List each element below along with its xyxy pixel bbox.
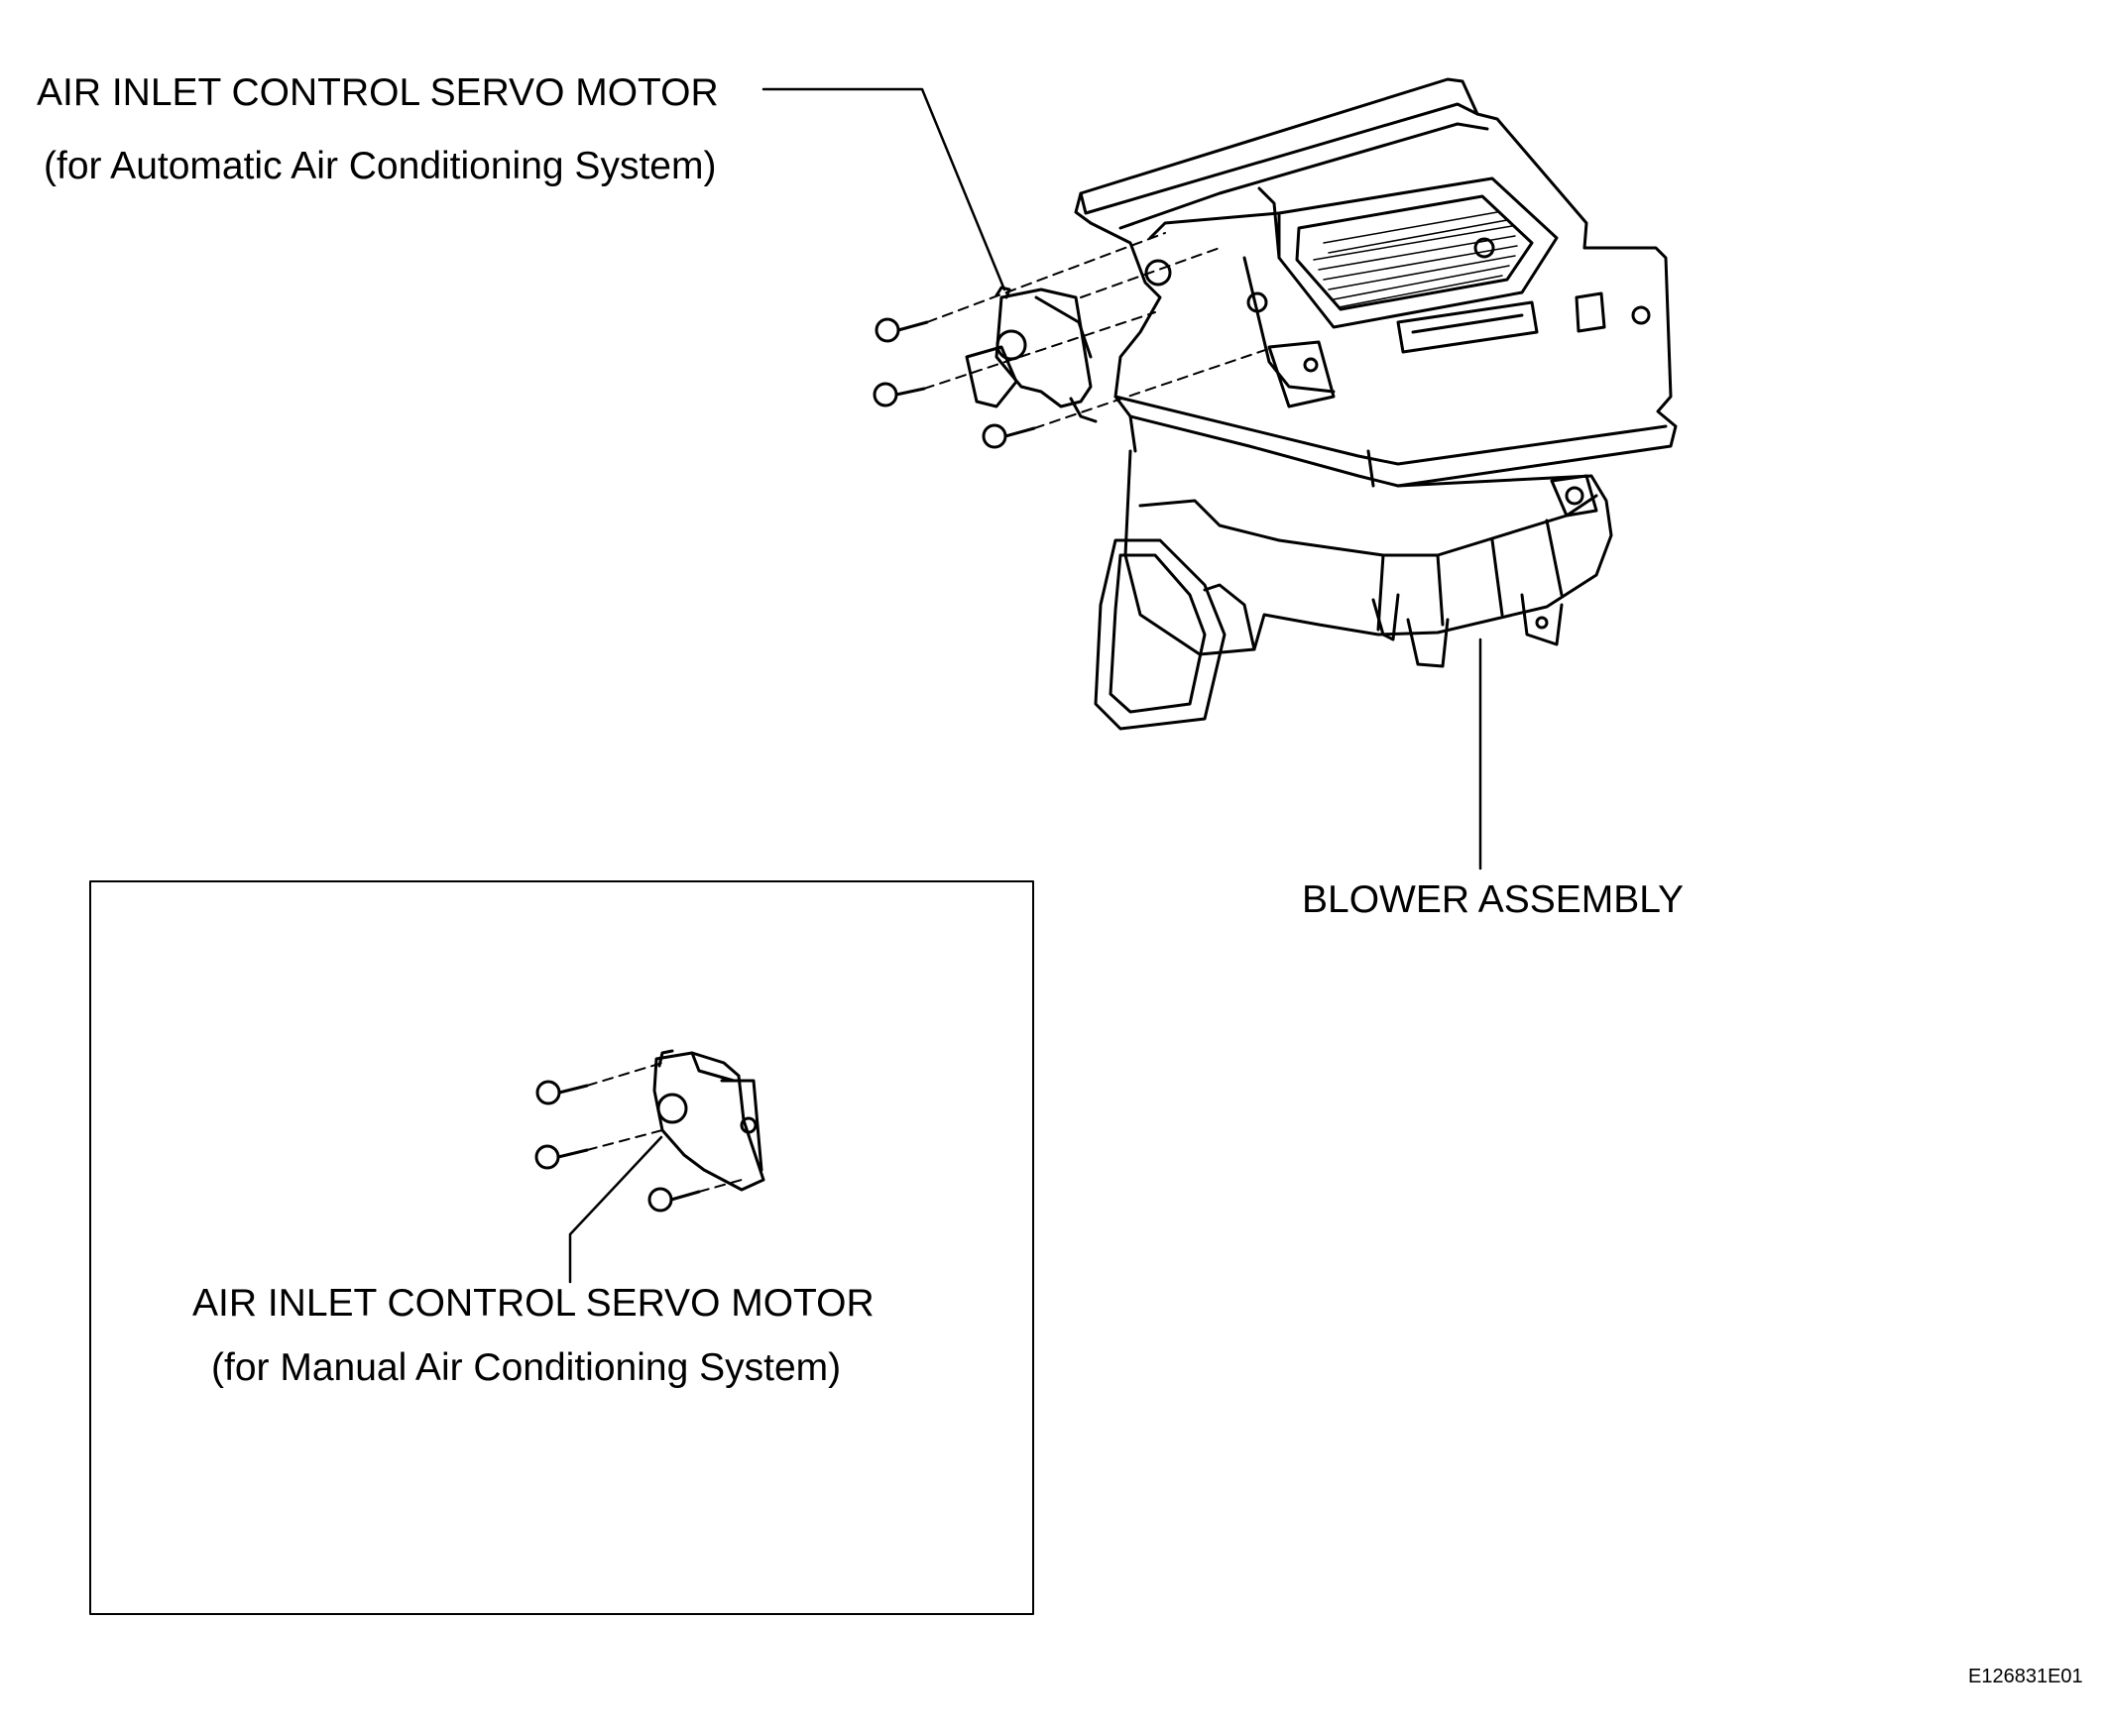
manual-alignment-lines <box>586 1062 743 1193</box>
blower-assembly <box>1074 77 1678 731</box>
auto-motor-screws <box>873 317 1036 449</box>
manual-motor-title: AIR INLET CONTROL SERVO MOTOR <box>192 1282 875 1325</box>
manual-motor-note: (for Manual Air Conditioning System) <box>211 1346 842 1389</box>
leader-lines <box>568 87 1482 1284</box>
auto-alignment-lines <box>923 232 1275 429</box>
blower-label: BLOWER ASSEMBLY <box>1302 878 1685 921</box>
manual-servo-motor <box>652 1049 765 1192</box>
figure-code: E126831E01 <box>1968 1666 2083 1687</box>
auto-motor-note: (for Automatic Air Conditioning System) <box>44 145 717 187</box>
auto-motor-title: AIR INLET CONTROL SERVO MOTOR <box>37 71 719 114</box>
manual-motor-screws <box>534 1080 701 1213</box>
auto-servo-motor <box>965 286 1098 423</box>
manual-inset-frame <box>89 880 1034 1615</box>
